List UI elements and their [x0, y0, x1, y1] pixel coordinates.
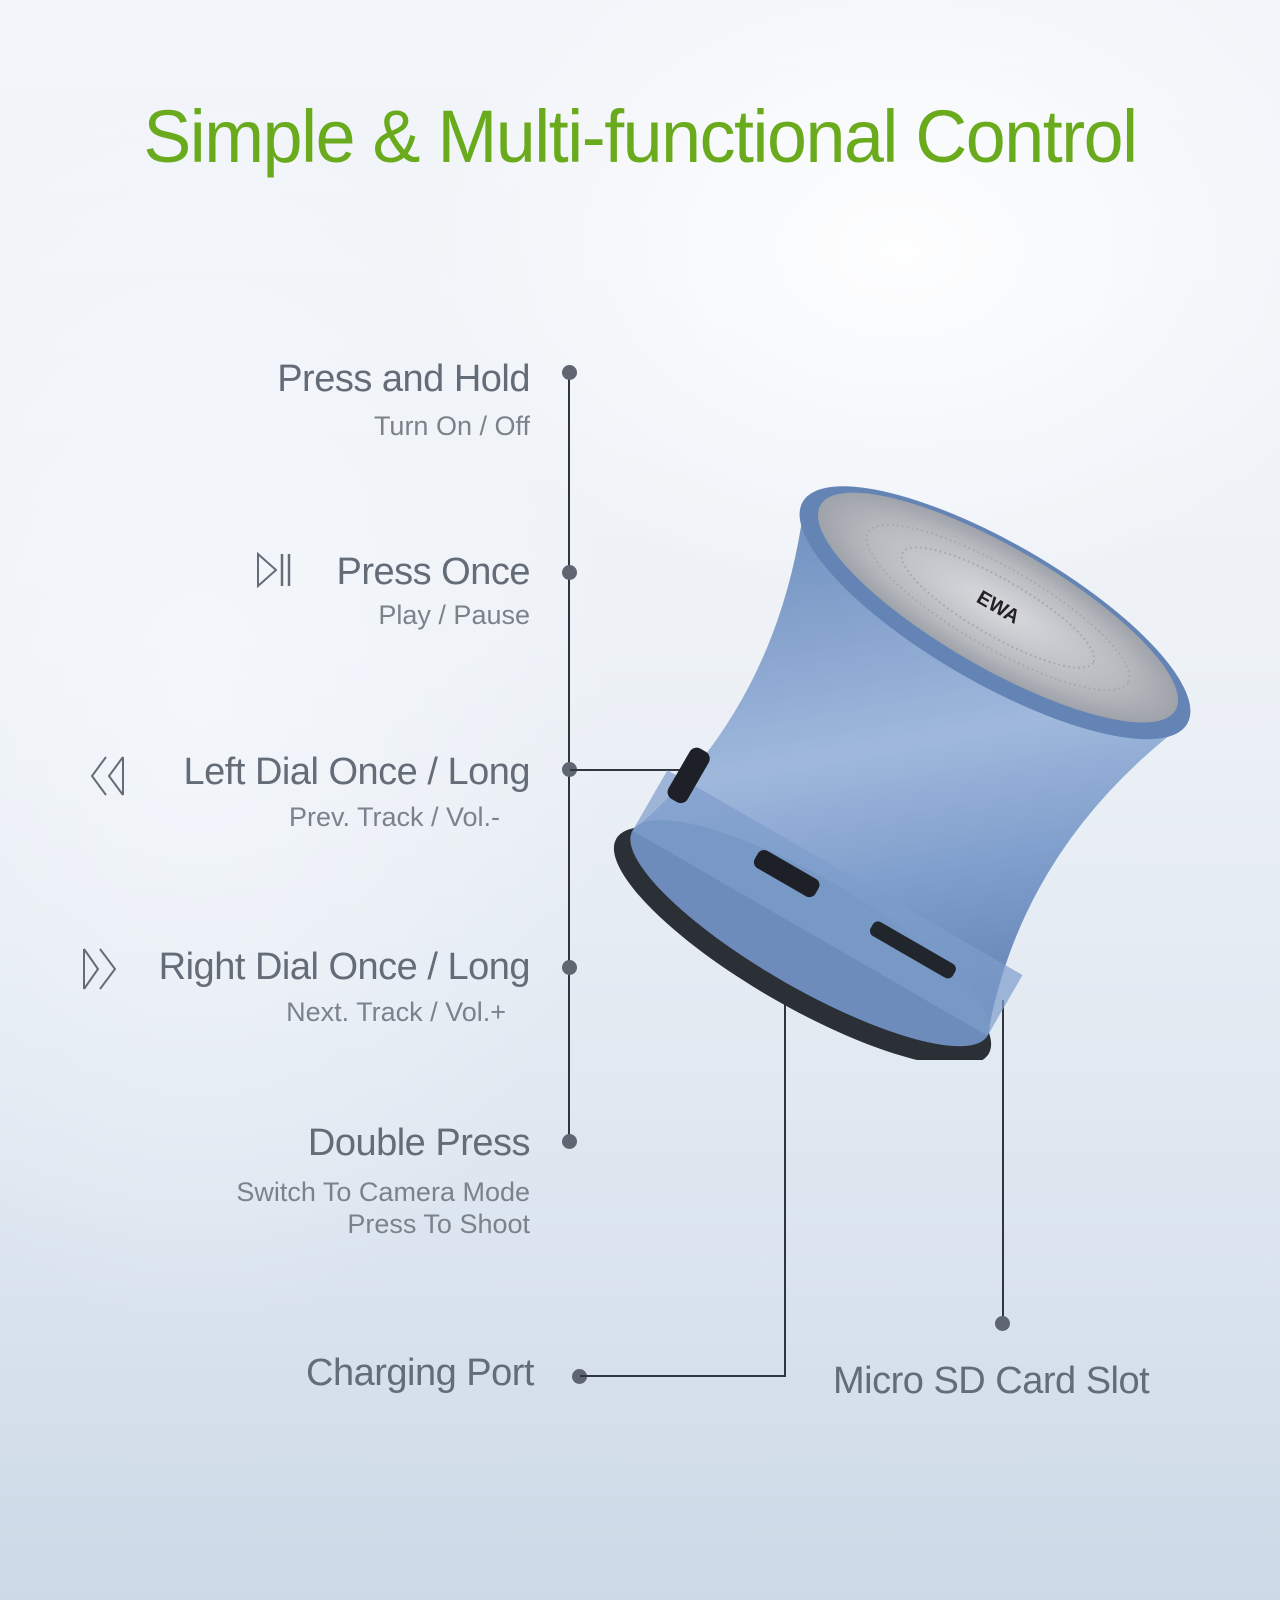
- connector-dot: [562, 365, 577, 380]
- connector-dot: [562, 1134, 577, 1149]
- control-press-once: Press Once Play / Pause: [336, 551, 530, 630]
- connector-dot: [572, 1369, 587, 1384]
- charging-pointer-line: [580, 1375, 786, 1377]
- sd-pointer-line: [1002, 1000, 1004, 1320]
- control-press-and-hold: Press and Hold Turn On / Off: [277, 358, 530, 441]
- connector-dot: [995, 1316, 1010, 1331]
- rewind-icon: [90, 756, 124, 796]
- control-connector-line: [568, 370, 570, 1142]
- connector-dot: [562, 762, 577, 777]
- control-left-dial: Left Dial Once / Long Prev. Track / Vol.…: [183, 751, 531, 832]
- page-title: Simple & Multi-functional Control: [143, 95, 1138, 178]
- button-pointer-line: [570, 769, 710, 771]
- play-pause-icon: [257, 551, 291, 589]
- sd-slot-label: Micro SD Card Slot: [833, 1360, 1150, 1402]
- charging-pointer-line: [784, 896, 786, 1377]
- speaker-product-image: EWA: [613, 486, 1191, 1060]
- fast-forward-icon: [83, 948, 117, 990]
- control-right-dial: Right Dial Once / Long Next. Track / Vol…: [158, 946, 531, 1027]
- connector-dot: [562, 960, 577, 975]
- charging-port-label: Charging Port: [306, 1352, 534, 1394]
- control-double-press: Double Press Switch To Camera Mode Press…: [236, 1122, 530, 1240]
- connector-dot: [562, 565, 577, 580]
